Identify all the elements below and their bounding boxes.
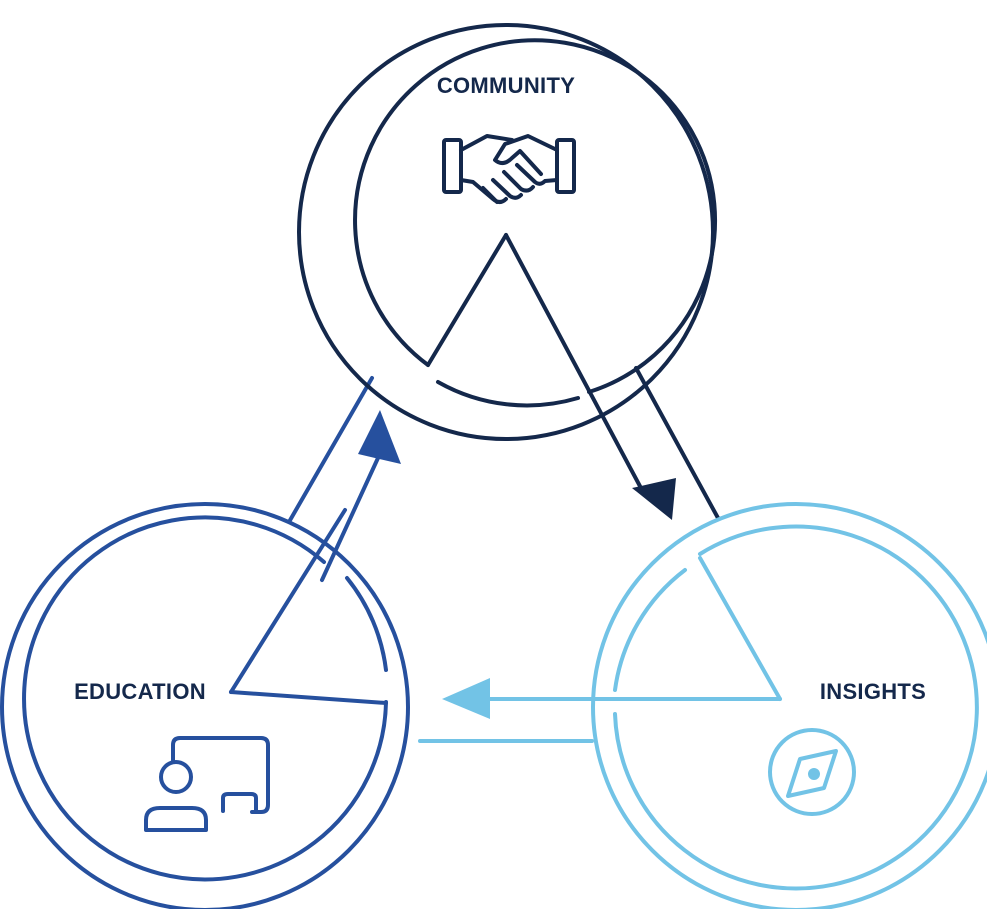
- node-insights: [591, 502, 987, 909]
- community-inner-ring-bottom: [436, 380, 580, 408]
- insights-inner-ring-left: [613, 568, 687, 692]
- node-education: [0, 502, 410, 909]
- handshake-icon: [442, 134, 576, 204]
- node-community: [297, 23, 717, 441]
- education-inner-ring-right: [345, 576, 388, 672]
- presentation-icon: [144, 736, 270, 832]
- education-inner-ring: [22, 515, 388, 882]
- insights-outer-ring: [591, 502, 987, 909]
- insights-inner-ring: [613, 524, 979, 891]
- arrowhead-to-community: [358, 410, 401, 464]
- compass-icon: [768, 728, 856, 816]
- arrowhead-to-insights: [632, 478, 676, 520]
- community-inner-ring: [353, 38, 717, 394]
- connector-education-to-community: [287, 376, 380, 582]
- connector-community-to-insights: [504, 233, 720, 520]
- insights-label: INSIGHTS: [820, 679, 926, 704]
- connector-insights-to-education: [418, 697, 782, 743]
- education-label: EDUCATION: [74, 679, 206, 704]
- arrowhead-to-education: [442, 678, 490, 719]
- education-outer-ring: [0, 502, 410, 909]
- community-label: COMMUNITY: [437, 73, 575, 98]
